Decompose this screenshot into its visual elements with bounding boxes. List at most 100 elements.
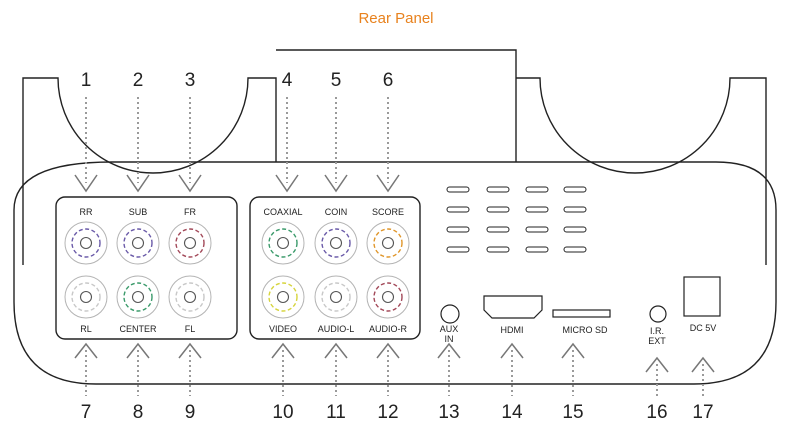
callout-number: 11 [326, 402, 346, 423]
port-label-aux-line1: AUX [440, 324, 459, 334]
callout-14: 14 [500, 342, 524, 423]
rca-housing [314, 275, 358, 319]
rca-jack-3 [168, 221, 212, 265]
dc-power-port-icon [683, 276, 721, 317]
arrow-up-icon [126, 342, 150, 359]
green-rca-icon [268, 228, 298, 258]
vent-slot-3 [525, 186, 549, 193]
vent-slot-13 [446, 246, 470, 253]
port-label-aux-line2: IN [445, 334, 454, 344]
callout-number: 17 [692, 402, 713, 423]
vent-slot-7 [525, 206, 549, 213]
rca-housing [366, 221, 410, 265]
rca-jack-1 [64, 221, 108, 265]
rca-center-pin-icon [381, 236, 395, 250]
rca-center-pin-icon [329, 290, 343, 304]
right-port-labels: AUX IN HDMI MICRO SD I.R. EXT DC 5V [440, 323, 717, 346]
rca-center-pin-icon [183, 236, 197, 250]
port-label-center: CENTER [119, 324, 157, 334]
callout-number: 7 [81, 402, 92, 423]
callout-17: 17 [691, 356, 715, 423]
yellow-rca-icon [268, 282, 298, 312]
rca-jack-12 [366, 275, 410, 319]
port-label-ir-line1: I.R. [650, 326, 664, 336]
callout-number: 2 [133, 70, 144, 91]
purple-rca-icon [321, 228, 351, 258]
rca-jack-11 [314, 275, 358, 319]
right-ports [440, 276, 721, 324]
callout-number: 15 [562, 402, 583, 423]
port-label-hdmi: HDMI [501, 325, 524, 335]
arrow-down-icon [178, 174, 202, 193]
callout-number: 10 [272, 402, 293, 423]
red-rca-icon [175, 228, 205, 258]
rca-housing [116, 275, 160, 319]
micro-sd-slot-icon [552, 309, 611, 318]
arrow-up-icon [324, 342, 348, 359]
white-rca-icon [321, 282, 351, 312]
port-label-video: VIDEO [269, 324, 297, 334]
white-rca-icon [71, 282, 101, 312]
callout-11: 11 [324, 342, 348, 423]
red-rca-icon [373, 282, 403, 312]
rca-center-pin-icon [131, 290, 145, 304]
orange-rca-icon [373, 228, 403, 258]
callout-10: 10 [271, 342, 295, 423]
rca-jack-2 [116, 221, 160, 265]
rca-center-pin-icon [276, 236, 290, 250]
aux-jack-icon [440, 304, 460, 324]
hdmi-port-icon [483, 295, 543, 319]
purple-rca-icon [71, 228, 101, 258]
callout-number: 3 [185, 70, 196, 91]
arrow-up-icon [561, 342, 585, 359]
purple-rca-icon [123, 228, 153, 258]
rca-housing [261, 221, 305, 265]
rca-jack-8 [116, 275, 160, 319]
callout-3: 3 [178, 70, 202, 193]
callout-number: 16 [646, 402, 667, 423]
callout-5: 5 [324, 70, 348, 193]
vent-slot-16 [563, 246, 587, 253]
left-port-group-box [55, 196, 238, 340]
rca-housing [261, 275, 305, 319]
callout-number: 6 [383, 70, 394, 91]
ir-ext-jack-icon [649, 305, 667, 323]
port-label-dc: DC 5V [690, 323, 717, 333]
rca-jack-7 [64, 275, 108, 319]
callout-6: 6 [376, 70, 400, 193]
vent-slot-10 [486, 226, 510, 233]
panel-face-outline [13, 161, 777, 385]
callout-number: 13 [438, 402, 459, 423]
rca-jack-10 [261, 275, 305, 319]
arrow-down-icon [324, 174, 348, 193]
arrow-up-icon [74, 342, 98, 359]
rca-housing [366, 275, 410, 319]
rca-jack-9 [168, 275, 212, 319]
arrow-down-icon [275, 174, 299, 193]
rca-center-pin-icon [329, 236, 343, 250]
callout-8: 8 [126, 342, 150, 423]
rca-housing [64, 275, 108, 319]
rca-housing [64, 221, 108, 265]
vent-slot-5 [446, 206, 470, 213]
rca-center-pin-icon [276, 290, 290, 304]
rca-housing [314, 221, 358, 265]
arrow-up-icon [691, 356, 715, 373]
callout-number: 5 [331, 70, 342, 91]
rca-housing [168, 221, 212, 265]
port-label-fr: FR [184, 207, 196, 217]
callout-number: 4 [282, 70, 293, 91]
vent-slot-4 [563, 186, 587, 193]
port-label-audio-r: AUDIO-R [369, 324, 408, 334]
arrow-down-icon [74, 174, 98, 193]
callout-12: 12 [376, 342, 400, 423]
callout-number: 14 [501, 402, 523, 423]
port-label-rl: RL [80, 324, 92, 334]
rca-center-pin-icon [131, 236, 145, 250]
vent-slot-8 [563, 206, 587, 213]
callout-2: 2 [126, 70, 150, 193]
green-rca-icon [123, 282, 153, 312]
callout-4: 4 [275, 70, 299, 193]
